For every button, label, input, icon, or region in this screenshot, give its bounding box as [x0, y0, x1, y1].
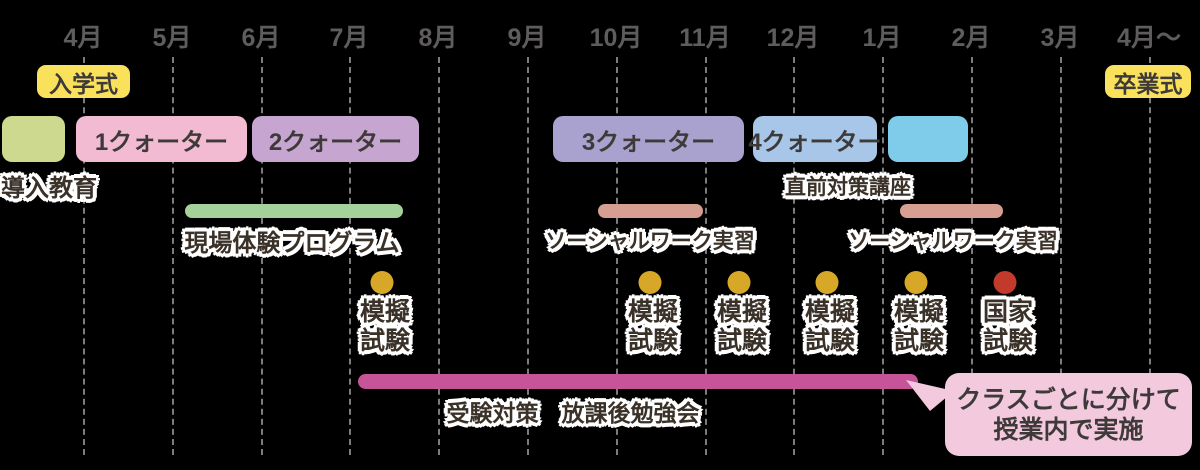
- intro-education-label: 導入教育: [1, 175, 97, 202]
- month-gridline: [527, 57, 529, 455]
- month-gridline: [349, 57, 351, 455]
- month-label: 2月: [951, 24, 991, 52]
- month-gridline: [616, 57, 618, 455]
- callout-tail: [906, 380, 954, 411]
- mock-exam-dot: [638, 271, 662, 294]
- month-gridline: [261, 57, 263, 455]
- month-label: 11月: [679, 24, 731, 52]
- mock-exam-label: 模擬 試験: [628, 298, 678, 356]
- field-experience-label: 現場体験プログラム: [184, 230, 400, 257]
- callout-line: クラスごとに分けて: [956, 385, 1181, 414]
- month-label: 7月: [329, 24, 369, 52]
- month-gridline: [438, 57, 440, 455]
- exam-prep-study-bar: [358, 374, 918, 389]
- month-gridline: [172, 57, 174, 455]
- month-gridline: [1149, 57, 1151, 455]
- exam-label-line: 試験: [804, 327, 856, 355]
- exam-label-line: 模擬: [359, 298, 411, 326]
- exam-label-line: 模擬: [804, 298, 856, 326]
- national-exam-dot: [993, 271, 1017, 294]
- month-label: 10月: [589, 24, 643, 52]
- mock-exam-dot: [727, 271, 751, 294]
- quarter-2-bar: 2クォーター: [252, 116, 419, 162]
- social-work-practicum-label-1: ソーシャルワーク実習: [545, 230, 755, 253]
- prep-course-label: 直前対策講座: [785, 176, 911, 199]
- month-label: 3月: [1040, 24, 1080, 52]
- social-work-practicum-label-2: ソーシャルワーク実習: [848, 230, 1058, 253]
- quarter-1-bar: 1クォーター: [76, 116, 247, 162]
- quarter-4-bar: 4クォーター: [748, 116, 882, 162]
- exam-label-line: 試験: [893, 327, 945, 355]
- callout-line: 授業内で実施: [993, 415, 1144, 444]
- month-label: 1月: [862, 24, 902, 52]
- month-label: 9月: [507, 24, 547, 52]
- social-work-practicum-bar-2: [900, 204, 1003, 218]
- exam-label-line: 模擬: [627, 298, 679, 326]
- month-label: 4月: [63, 24, 103, 52]
- month-gridline: [971, 57, 973, 455]
- mock-exam-dot: [815, 271, 839, 294]
- exam-label-line: 試験: [982, 327, 1034, 355]
- month-label: 4月〜: [1117, 24, 1181, 52]
- exam-label-line: 国家: [982, 298, 1034, 326]
- month-label: 8月: [418, 24, 458, 52]
- exam-label-line: 試験: [716, 327, 768, 355]
- entrance-ceremony-badge: 入学式: [37, 65, 130, 98]
- month-gridline: [793, 57, 795, 455]
- mock-exam-label: 模擬 試験: [894, 298, 944, 356]
- field-experience-bar: [185, 204, 403, 218]
- month-gridline: [705, 57, 707, 455]
- social-work-practicum-bar-1: [598, 204, 703, 218]
- mock-exam-label: 模擬 試験: [360, 298, 410, 356]
- quarter-3-bar: 3クォーター: [553, 116, 744, 162]
- prep-course-bar: [888, 116, 968, 162]
- month-gridline: [83, 57, 85, 455]
- mock-exam-label: 模擬 試験: [805, 298, 855, 356]
- intro-education-bar: [2, 116, 65, 162]
- month-label: 5月: [152, 24, 192, 52]
- national-exam-label: 国家 試験: [983, 298, 1033, 356]
- exam-label-line: 模擬: [893, 298, 945, 326]
- month-gridline: [1060, 57, 1062, 455]
- exam-prep-study-label: 受験対策 放課後勉強会: [446, 400, 700, 426]
- exam-label-line: 試験: [359, 327, 411, 355]
- mock-exam-label: 模擬 試験: [717, 298, 767, 356]
- graduation-ceremony-badge: 卒業式: [1105, 65, 1191, 98]
- month-gridline: [882, 57, 884, 455]
- exam-label-line: 試験: [627, 327, 679, 355]
- mock-exam-dot: [904, 271, 928, 294]
- month-label: 6月: [241, 24, 281, 52]
- month-label: 12月: [766, 24, 820, 52]
- exam-label-line: 模擬: [716, 298, 768, 326]
- callout-bubble: クラスごとに分けて 授業内で実施: [945, 373, 1192, 456]
- mock-exam-dot: [370, 271, 394, 294]
